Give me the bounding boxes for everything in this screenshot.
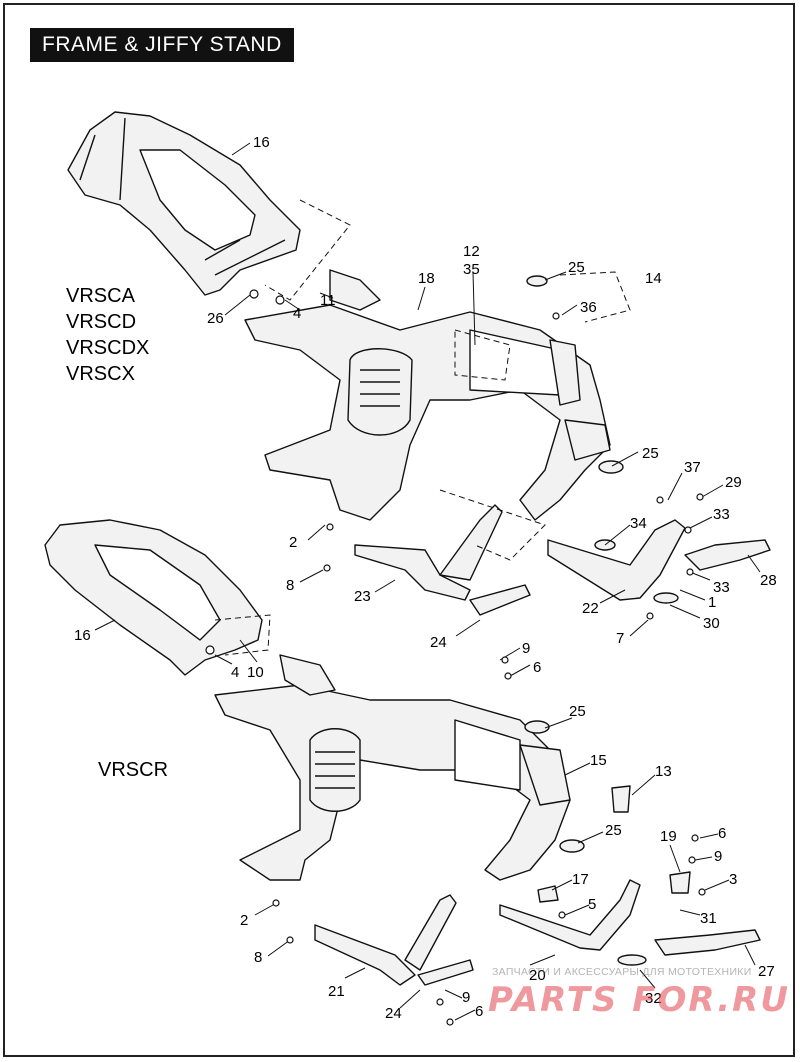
callout-label: 34: [630, 515, 647, 532]
callout-label: 1: [708, 594, 716, 611]
callout-label: 31: [700, 910, 717, 927]
callout-label: 19: [660, 828, 677, 845]
explode-guides: [214, 199, 631, 656]
callout-label: 14: [645, 270, 662, 287]
model-label: VRSCDX: [66, 337, 150, 359]
callout-label: 28: [760, 572, 777, 589]
callout-label: 33: [713, 506, 730, 523]
watermark-brand: PARTS FOR.RU: [488, 980, 790, 1020]
fasteners: [205, 289, 706, 1026]
leader-lines: [94, 142, 761, 1021]
frame-lower: [214, 654, 631, 881]
jiffy-stand-upper: [354, 275, 771, 616]
watermark: ЗАПЧАСТИ И АКСЕССУАРЫ ДЛЯ МОТОТЕХНИКИ PA…: [470, 962, 790, 1042]
callout-label: 26: [207, 310, 224, 327]
callout-label: 6: [475, 1003, 483, 1020]
callout-label: 13: [655, 763, 672, 780]
callout-label: 9: [462, 989, 470, 1006]
rear-fender-upper: [67, 111, 301, 296]
callout-label: 4: [231, 664, 239, 681]
callout-label: 24: [385, 1005, 402, 1022]
callout-label: 6: [533, 659, 541, 676]
callout-label: 32: [645, 990, 662, 1007]
callout-label: 25: [605, 822, 622, 839]
callout-label: 35: [463, 261, 480, 278]
callout-label: 7: [616, 630, 624, 647]
model-label: VRSCR: [98, 759, 169, 781]
callout-label: 18: [418, 270, 435, 287]
callout-label: 5: [588, 896, 596, 913]
callout-label: 11: [320, 292, 336, 309]
callout-label: 12: [463, 243, 480, 260]
callout-label: 24: [430, 634, 447, 651]
callout-label: 8: [254, 949, 262, 966]
callout-label: 10: [247, 664, 264, 681]
callout-label: 8: [286, 577, 294, 594]
callout-label: 20: [529, 967, 546, 984]
callout-label: 22: [582, 600, 599, 617]
rear-fender-lower: [44, 519, 263, 676]
callout-label: 16: [74, 627, 91, 644]
callout-label: 21: [328, 983, 345, 1000]
callout-label: 23: [354, 588, 371, 605]
model-label: VRSCX: [66, 363, 135, 385]
model-label: VRSCA: [66, 285, 135, 307]
callouts-lower: 16 4 10 25 15 13 25 19 6 9 3 17 5 31 2 8…: [74, 627, 775, 1022]
callout-label: 4: [293, 305, 301, 322]
callout-label: 3: [729, 871, 737, 888]
callout-label: 30: [703, 615, 720, 632]
callout-label: 25: [569, 703, 586, 720]
callout-label: 17: [572, 871, 589, 888]
callout-label: 33: [713, 579, 730, 596]
callout-label: 37: [684, 459, 701, 476]
diagram-title: FRAME & JIFFY STAND: [30, 28, 294, 62]
callout-label: 29: [725, 474, 742, 491]
callout-label: 27: [758, 963, 775, 980]
callout-label: 25: [568, 259, 585, 276]
model-label: VRSCD: [66, 311, 137, 333]
callout-label: 9: [714, 848, 722, 865]
frame-upper: [244, 269, 624, 521]
callout-label: 2: [289, 534, 297, 551]
callout-label: 25: [642, 445, 659, 462]
callout-label: 6: [718, 825, 726, 842]
watermark-tagline: ЗАПЧАСТИ И АКСЕССУАРЫ ДЛЯ МОТОТЕХНИКИ: [492, 966, 752, 978]
callout-label: 9: [522, 640, 530, 657]
model-list-lower: VRSCR: [98, 757, 168, 783]
diagram-border: [3, 3, 795, 1057]
callout-label: 15: [590, 752, 607, 769]
callouts-upper: 16 12 35 25 14 18 36 11 4 26 25 37 29 34…: [207, 134, 777, 676]
model-list-upper: VRSCA VRSCD VRSCDX VRSCX: [66, 283, 149, 387]
callout-label: 2: [240, 912, 248, 929]
jiffy-stand-lower: [314, 871, 761, 986]
callout-label: 16: [253, 134, 270, 151]
callout-label: 36: [580, 299, 597, 316]
